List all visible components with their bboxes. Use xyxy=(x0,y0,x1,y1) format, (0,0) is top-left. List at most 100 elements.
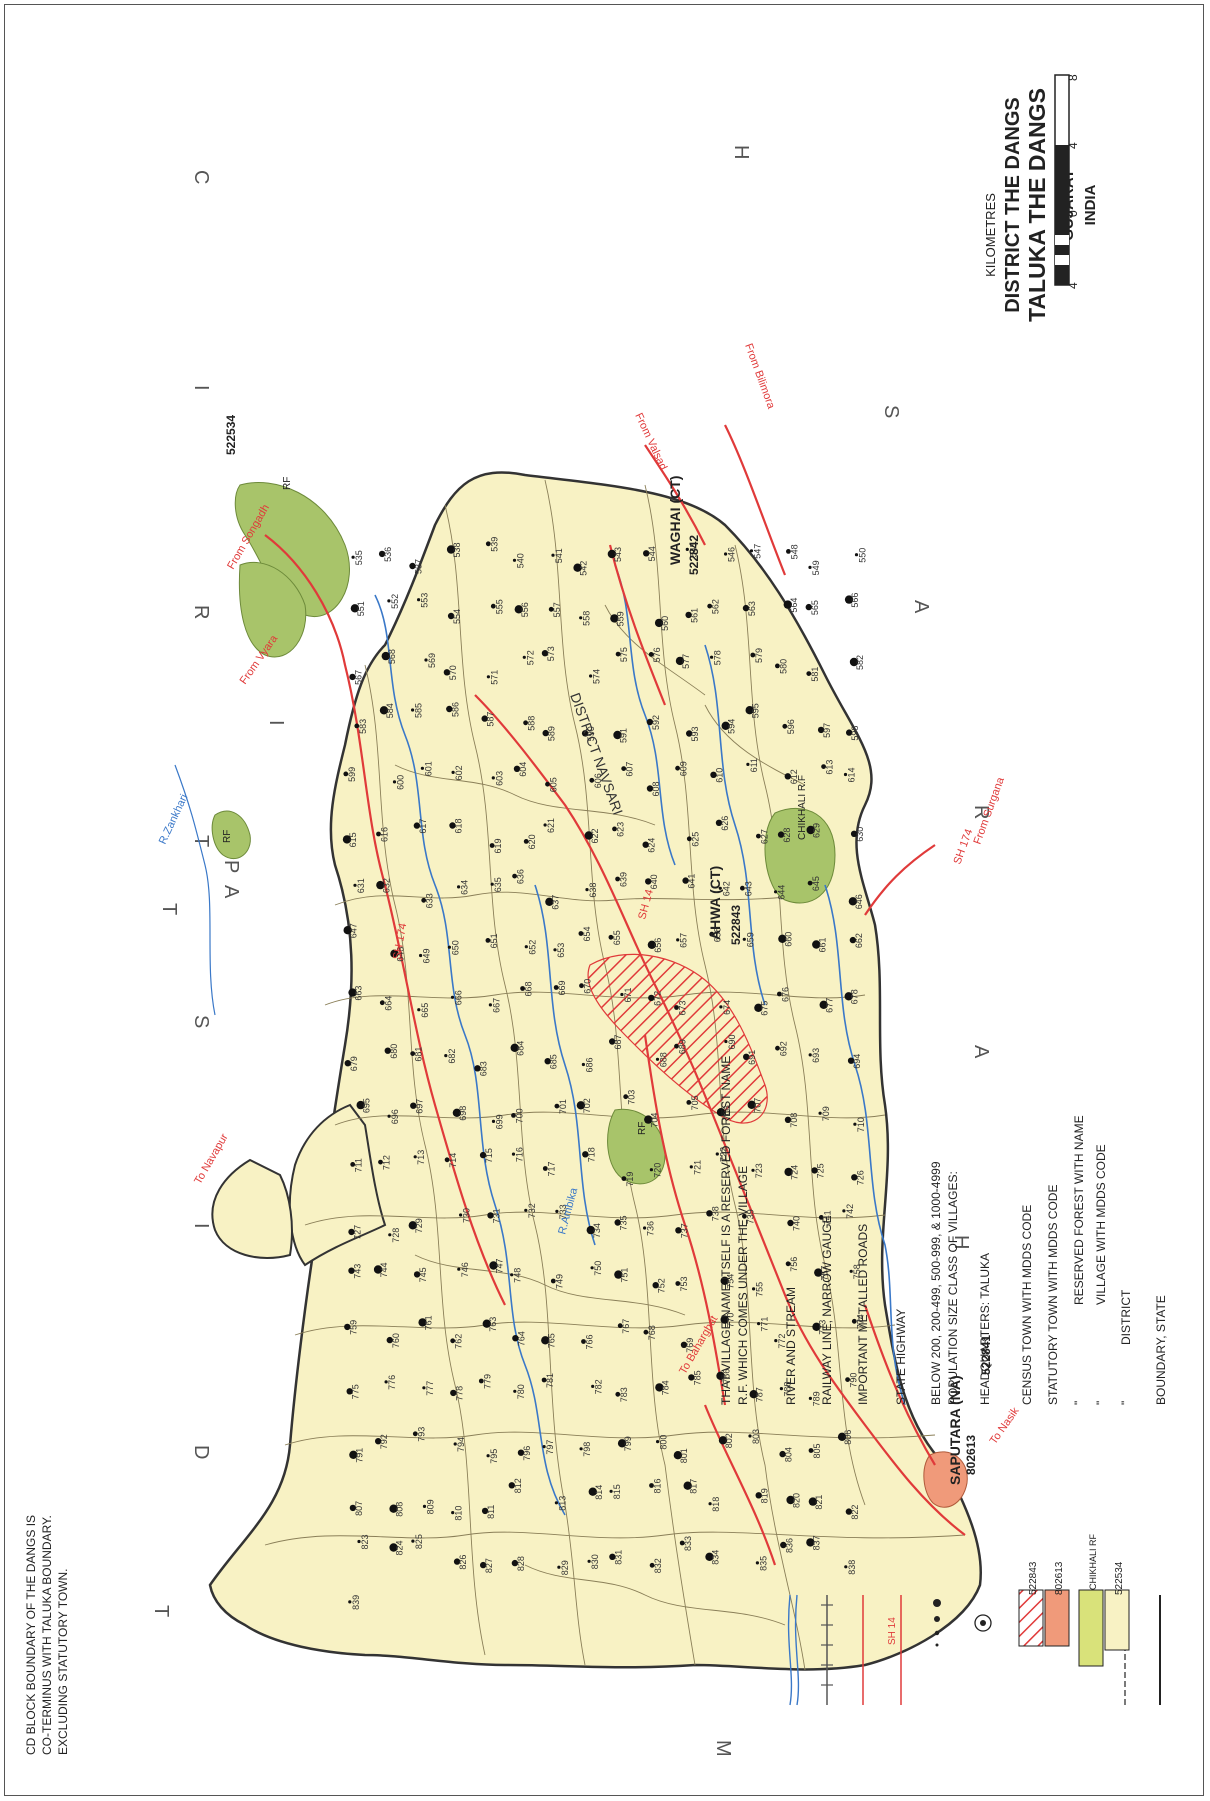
village-code-label: 598 xyxy=(850,726,860,741)
village-dot xyxy=(811,1167,818,1174)
village-dot xyxy=(421,897,427,903)
village-code-label: 578 xyxy=(713,650,723,665)
legend-village: VILLAGE WITH MDDS CODE xyxy=(1094,1144,1108,1305)
village-code-label: 818 xyxy=(711,1497,721,1512)
village-dot xyxy=(548,606,554,612)
village-dot xyxy=(409,562,416,570)
village-code-label: 726 xyxy=(855,1170,865,1185)
village-dot xyxy=(617,1439,627,1448)
village-dot xyxy=(349,1450,358,1460)
village-dot xyxy=(646,718,654,726)
village-dot xyxy=(487,1212,494,1219)
village-code-label: 758 xyxy=(852,1264,862,1279)
village-dot xyxy=(557,1565,561,1569)
village-dot xyxy=(408,1221,417,1230)
village-code-label: 573 xyxy=(546,646,556,661)
village-dot xyxy=(715,1152,719,1156)
village-dot xyxy=(808,565,812,570)
village-code-label: 693 xyxy=(811,1048,821,1063)
village-code-label: 697 xyxy=(414,1099,424,1114)
village-code-label: 807 xyxy=(354,1501,364,1516)
village-dot xyxy=(413,822,421,829)
village-dot xyxy=(449,822,456,829)
village-dot xyxy=(775,1045,780,1051)
village-code-label: 749 xyxy=(554,1274,564,1289)
village-code-label: 785 xyxy=(692,1370,702,1385)
village-dot xyxy=(710,655,714,659)
village-dot xyxy=(517,1449,525,1456)
village-dot xyxy=(481,715,488,722)
village-code-label: 737 xyxy=(679,1223,689,1238)
sh-14-road xyxy=(474,694,966,1536)
village-dot xyxy=(551,553,555,557)
village-dot xyxy=(805,603,812,611)
village-code-label: 685 xyxy=(549,1054,559,1069)
village-code-label: 779 xyxy=(482,1374,492,1389)
village-code-label: 636 xyxy=(516,869,526,884)
village-dot xyxy=(676,938,680,942)
village-dot xyxy=(648,994,655,1002)
village-code-label: 803 xyxy=(751,1429,761,1444)
village-dot xyxy=(579,616,583,620)
village-code-label: 543 xyxy=(613,547,623,562)
village-code-label: 752 xyxy=(657,1278,667,1293)
village-code-label: 760 xyxy=(391,1333,401,1348)
village-dot xyxy=(621,1176,627,1181)
village-code-label: 783 xyxy=(619,1387,629,1402)
rivers xyxy=(174,564,906,1516)
village-code-label: 649 xyxy=(422,948,432,963)
village-dot xyxy=(745,706,754,715)
village-code-label: 637 xyxy=(550,895,560,910)
village-dot xyxy=(578,931,584,936)
village-code-label: 604 xyxy=(518,762,528,777)
village-dot xyxy=(513,1389,517,1393)
village-dot xyxy=(688,1374,695,1381)
village-code-label: 787 xyxy=(755,1387,765,1402)
village-dot xyxy=(541,1336,550,1345)
sh-174-east-label: SH 174 xyxy=(952,827,976,866)
village-code-label: 701 xyxy=(558,1099,568,1114)
place-labels: AHWA (CT) 522843 WAGHAI (CT) 522842 SAPU… xyxy=(222,415,993,1485)
forest-patch xyxy=(238,561,307,658)
village-dot xyxy=(747,1100,756,1110)
village-dot xyxy=(410,1102,417,1109)
village-dot xyxy=(849,936,857,944)
village-code-label: 792 xyxy=(379,1434,389,1449)
village-dot xyxy=(808,1396,813,1400)
village-dot xyxy=(845,1377,850,1382)
village-code-label: 684 xyxy=(516,1041,526,1056)
maharashtra-letter: M xyxy=(712,1740,734,1757)
village-dot xyxy=(424,658,428,662)
from-bilimora-label: From Bilimora xyxy=(742,342,777,411)
village-dot xyxy=(742,937,746,941)
village-code-label: 835 xyxy=(758,1556,768,1571)
village-code-label: 595 xyxy=(751,703,761,718)
village-code-label: 581 xyxy=(810,667,820,682)
village-code-label: 754 xyxy=(726,1274,736,1289)
village-code-label: 597 xyxy=(822,723,832,738)
village-dot xyxy=(417,1008,421,1012)
village-dot xyxy=(486,1454,490,1458)
village-code-label: 541 xyxy=(554,548,564,563)
village-code-label: 557 xyxy=(552,602,562,617)
village-dot xyxy=(655,1057,660,1061)
village-dot xyxy=(819,1000,828,1009)
legend-rf-name: CHIKHALI RF xyxy=(1088,1533,1098,1590)
village-dot xyxy=(779,1387,784,1391)
village-dot xyxy=(848,897,858,906)
village-code-label: 610 xyxy=(715,768,725,783)
village-dot xyxy=(785,1261,791,1267)
village-code-label: 582 xyxy=(855,655,865,670)
village-code-label: 549 xyxy=(811,560,821,575)
legend-population-1: POPULATION SIZE CLASS OF VILLAGES: xyxy=(946,1171,960,1405)
village-dot xyxy=(387,1114,391,1118)
village-code-label: 623 xyxy=(616,822,626,837)
village-code-label: 670 xyxy=(583,979,593,994)
village-code-label: 796 xyxy=(522,1446,532,1461)
village-dot xyxy=(511,1152,516,1156)
village-code-label: 815 xyxy=(612,1484,622,1499)
village-code-label: 605 xyxy=(549,777,559,792)
village-dot xyxy=(705,1552,714,1562)
village-code-label: 733 xyxy=(558,1204,568,1219)
village-code-label: 614 xyxy=(847,767,857,782)
